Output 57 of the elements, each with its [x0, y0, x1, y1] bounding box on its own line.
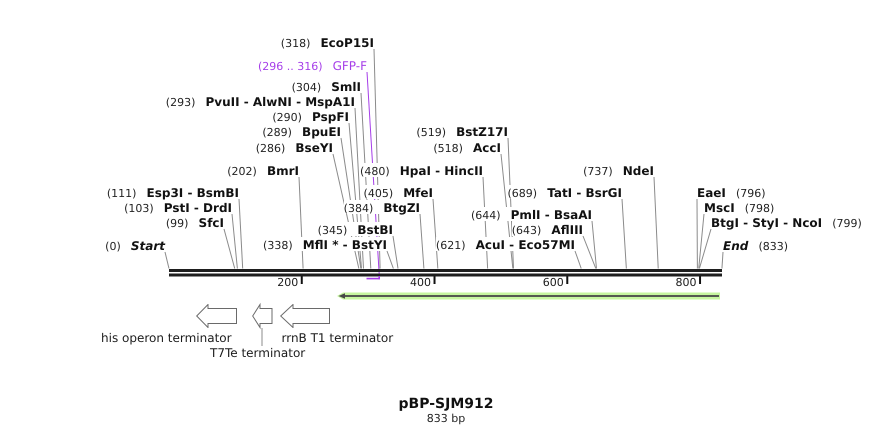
scale-label: 200 — [277, 276, 298, 290]
leader-line — [224, 228, 236, 269]
leader-line — [238, 198, 244, 269]
dna-backbone — [169, 268, 722, 276]
site-label: (689) TatI - BsrGI — [508, 185, 622, 199]
site-label: (99) SfcI — [166, 215, 224, 229]
site-label: (518) AccI — [433, 140, 501, 154]
site-label: (338) MflI * - BstYI — [263, 237, 387, 251]
site-label: (111) Esp3I - BsmBI — [106, 185, 239, 199]
leader-line — [721, 252, 724, 269]
scale-label: 800 — [676, 276, 697, 290]
site-label: (345) BstBI — [318, 222, 393, 236]
site-label: (405) MfeI — [364, 185, 433, 199]
site-label: (643) AflIII — [512, 222, 583, 236]
site-label: (737) NdeI — [583, 163, 654, 177]
sequence-end-label: End (833) — [723, 238, 788, 252]
terminator-feature — [252, 304, 272, 328]
leader-line — [392, 236, 398, 269]
scale-label: 600 — [542, 276, 564, 290]
leader-line — [420, 214, 424, 269]
sequence-length: 833 bp — [426, 412, 466, 426]
site-label: (644) PmlI - BsaAI — [470, 207, 592, 221]
leader-line — [432, 198, 438, 269]
site-label: EaeI (796) — [697, 185, 766, 199]
map-title: pBP-SJM912 — [398, 396, 494, 413]
site-label: (286) BseYI — [256, 140, 333, 154]
feature-label: rrnB T1 terminator — [282, 331, 394, 345]
site-label: BtgI - StyI - NcoI (799) — [711, 215, 862, 229]
site-label: (318) EcoP15I — [280, 35, 374, 49]
primer-label: (296 .. 316) GFP-F — [258, 58, 367, 72]
leader-line — [622, 198, 627, 269]
site-label: (290) PspFI — [272, 109, 349, 123]
site-label: (293) PvuII - AlwNI - MspA1I — [166, 94, 355, 108]
feature-label: T7Te terminator — [210, 346, 306, 360]
site-label: (480) HpaI - HincII — [360, 163, 483, 177]
leader-line — [654, 176, 659, 269]
leader-line — [592, 220, 597, 269]
sequence-end-label: (0) Start — [105, 238, 165, 252]
leader-line — [164, 252, 170, 269]
leader-line — [232, 214, 238, 269]
leader-line — [698, 228, 712, 269]
site-label: (202) BmrI — [227, 163, 299, 177]
leader-line — [696, 198, 698, 269]
feature-label: his operon terminator — [101, 331, 232, 345]
site-label: (103) PstI - DrdI — [124, 200, 232, 214]
site-label: MscI (798) — [704, 200, 774, 214]
site-label: (304) SmlI — [292, 79, 361, 93]
leader-line — [582, 236, 596, 269]
site-label: (621) AcuI - Eco57MI — [436, 237, 575, 251]
scale-label: 400 — [410, 276, 432, 290]
site-label: (519) BstZ17I — [416, 124, 508, 138]
leader-line — [386, 250, 394, 269]
primer-binding-mark — [366, 276, 380, 280]
leader-line — [698, 214, 704, 269]
leader-line — [574, 250, 582, 269]
site-label: (289) BpuEI — [262, 124, 341, 138]
site-label: (384) BtgZI — [344, 200, 420, 214]
